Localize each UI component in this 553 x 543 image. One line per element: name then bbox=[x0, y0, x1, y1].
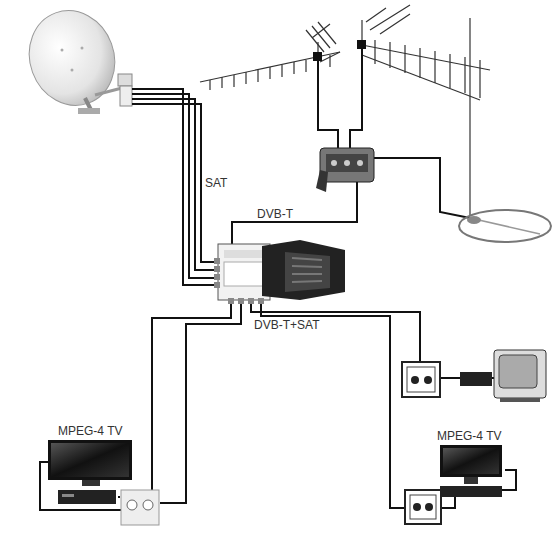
omni-antenna bbox=[459, 210, 551, 242]
output-cables bbox=[40, 304, 516, 510]
flat-tv-right bbox=[440, 445, 502, 497]
wire-label: DVB-T bbox=[255, 207, 295, 221]
flat-tv-left bbox=[48, 440, 132, 504]
tv-label: MPEG-4 TV bbox=[435, 429, 503, 443]
crt-tv bbox=[460, 350, 546, 402]
antenna-feeders bbox=[318, 48, 470, 218]
dvbt-cable bbox=[232, 182, 357, 244]
wire-label: SAT bbox=[203, 176, 229, 190]
tv-label: MPEG-4 TV bbox=[56, 424, 124, 438]
wire-label: DVB-T+SAT bbox=[252, 318, 321, 332]
terrestrial-antennas bbox=[200, 5, 490, 215]
multiswitch bbox=[214, 240, 345, 304]
antenna-dipoles bbox=[313, 40, 366, 61]
satellite-dish bbox=[16, 0, 132, 117]
antenna-amplifier bbox=[316, 148, 374, 192]
wall-outlets bbox=[121, 362, 441, 525]
